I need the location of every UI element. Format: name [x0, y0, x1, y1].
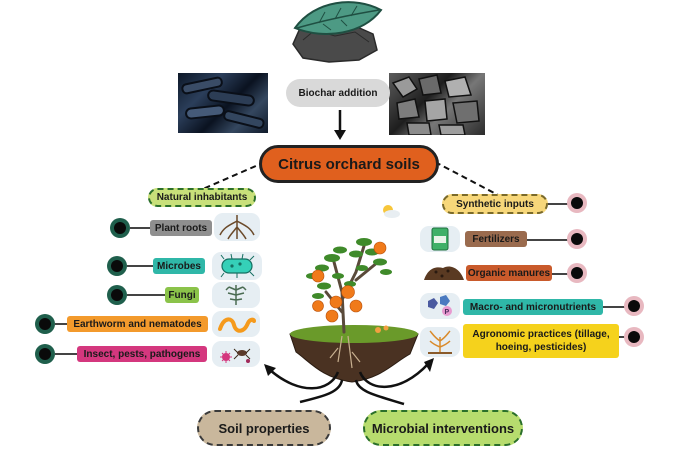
sun-cloud-icon	[378, 202, 402, 225]
synthetic-inputs-header: Synthetic inputs	[442, 194, 548, 214]
down-arrow-icon	[333, 110, 347, 147]
citrus-orchard-soils-title: Citrus orchard soils	[259, 145, 439, 183]
citrus-tree-icon	[282, 222, 422, 390]
plant-roots-connector	[130, 227, 150, 229]
plant-sprout-icon	[420, 327, 460, 357]
svg-text:P: P	[445, 309, 450, 316]
fertilizers-label: Fertilizers	[465, 231, 527, 247]
nutrients-icon: P	[420, 293, 460, 319]
charcoal-photo-left	[178, 73, 268, 133]
leaf-on-rock-icon	[285, 0, 383, 66]
fungi-node	[107, 285, 127, 305]
agronomic-practices-label: Agronomic practices (tillage, hoeing, pe…	[463, 324, 619, 358]
synthetic-inputs-node	[567, 193, 587, 213]
natural-inhabitants-header: Natural inhabitants	[148, 188, 256, 207]
insect-icon	[212, 341, 260, 367]
earthworm-icon	[212, 311, 260, 337]
microbes-label: Microbes	[153, 258, 205, 274]
agronomic-practices-node	[624, 327, 644, 347]
earthworm-connector	[55, 323, 67, 325]
soil-properties-box: Soil properties	[197, 410, 331, 446]
earthworm-node	[35, 314, 55, 334]
insect-label: Insect, pests, pathogens	[77, 346, 207, 362]
plant-roots-label: Plant roots	[150, 220, 212, 236]
fungi-label: Fungi	[165, 287, 199, 303]
microbial-interventions-box: Microbial interventions	[363, 410, 523, 446]
biochar-addition-label: Biochar addition	[286, 79, 390, 107]
macro-micronutrients-node	[624, 296, 644, 316]
insect-node	[35, 344, 55, 364]
earthworm-label: Earthworm and nematodes	[67, 316, 208, 332]
organic-manures-connector	[552, 273, 568, 275]
plant-roots-node	[110, 218, 130, 238]
organic-manures-label: Organic manures	[466, 265, 552, 281]
charcoal-photo-right	[389, 73, 485, 135]
microbes-node	[107, 256, 127, 276]
fertilizer-bag-icon	[420, 226, 460, 252]
organic-manures-node	[567, 263, 587, 283]
macro-micronutrients-label: Macro- and micronutrients	[463, 299, 603, 315]
fungi-icon	[212, 282, 260, 308]
fertilizers-connector	[527, 239, 569, 241]
fungi-connector	[127, 294, 165, 296]
macro-micronutrients-connector	[603, 306, 625, 308]
manure-pile-icon	[420, 258, 466, 284]
agronomic-connector	[619, 336, 627, 338]
microbes-connector	[127, 265, 153, 267]
fertilizers-node	[567, 229, 587, 249]
microbe-icon	[212, 252, 262, 280]
synthetic-connector	[548, 203, 570, 205]
insect-connector	[55, 353, 77, 355]
roots-icon	[214, 213, 260, 241]
